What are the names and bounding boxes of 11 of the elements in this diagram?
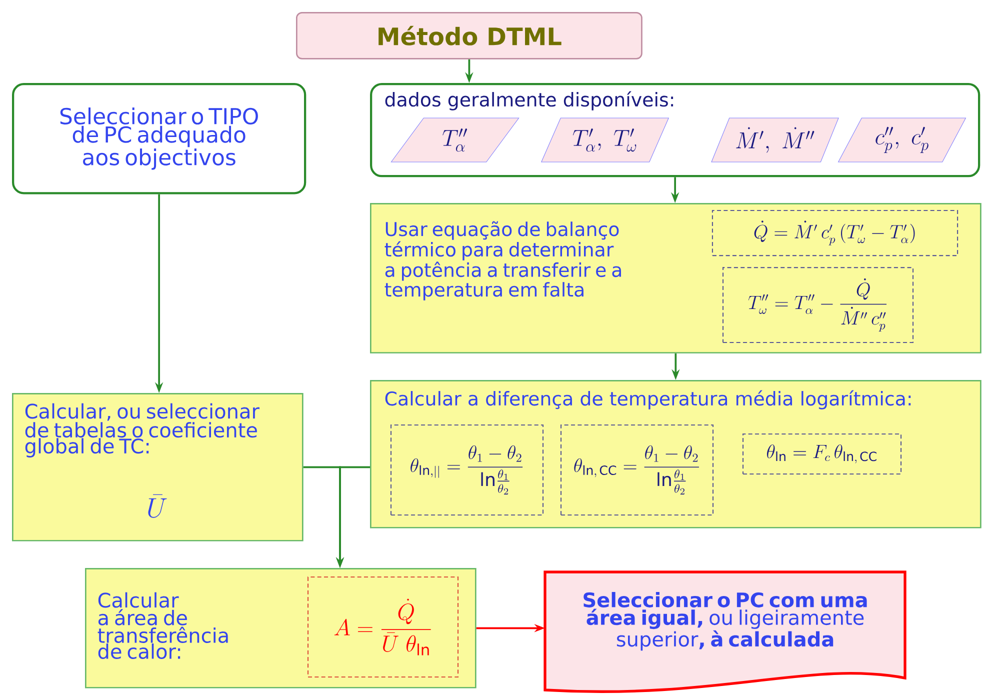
formula-box: $T''_{\omega} = T''_{\alpha} - \frac{\dot{Q}}{\dot{M}''\,c''_{p}}$ — [722, 267, 914, 343]
formula-box: $\dot{Q} = \dot{M}'\,c'_{p}\left(T'_{\omega} - T'_{\alpha}\right)$ — [712, 210, 958, 256]
process-box: Seleccionar o TIPO de PC adequado aos objectivos — [12, 83, 306, 194]
process-box: Calcular, ou seleccionar de tabelas o coeficiente global de TC: $\bar{U}$ — [12, 393, 304, 542]
formula-box: $A = \frac{\dot{Q}}{\bar{U}\;\theta_{\mathrm{ln}}}$ — [307, 576, 459, 678]
title-box: Método DTML — [296, 12, 642, 60]
data-parallelogram: $\dot{M}',\ \dot{M}''$ — [711, 118, 839, 162]
formula-box: $\theta_{\mathrm{ln,\,CC}} = \frac{\theta_1 - \theta_2}{\mathrm{ln}\frac{\theta_1}{\theta_2}}$ — [560, 424, 714, 516]
data-parallelogram: $T''_{\alpha}$ — [390, 118, 520, 162]
formula-box: $\theta_{\mathrm{ln}} = F_{c}\,\theta_{\mathrm{ln,\,CC}}$ — [742, 433, 902, 475]
formula-box: $\theta_{\mathrm{ln},||} = \frac{\theta_1 - \theta_2}{\mathrm{ln}\frac{\theta_1}{\theta_2}}$ — [390, 424, 544, 516]
